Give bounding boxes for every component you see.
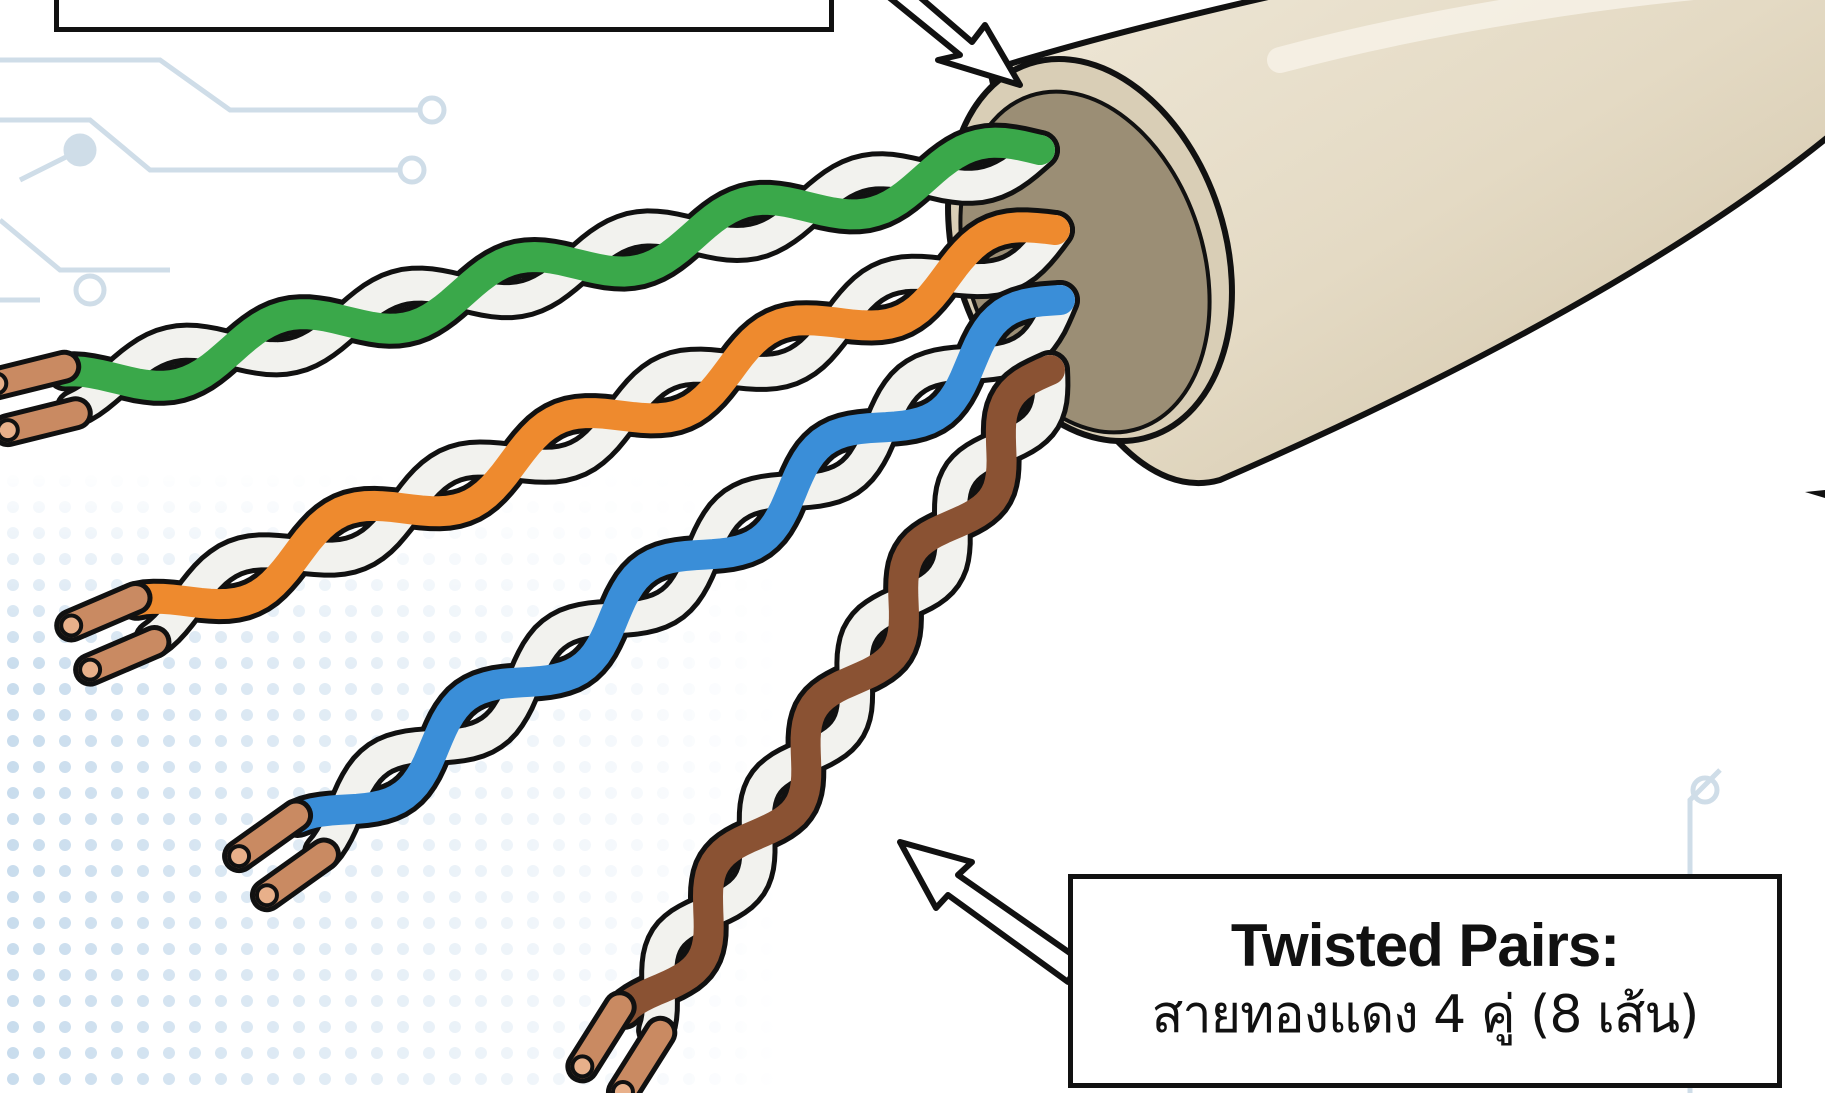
copper-tip-end [613,1082,633,1093]
twisted-pairs-label-box: Twisted Pairs: สายทองแดง 4 คู่ (8 เส้น) [1068,874,1782,1088]
twisted-pairs-subtitle: สายทองแดง 4 คู่ (8 เส้น) [1152,983,1699,1048]
copper-conductor-tip [0,367,64,384]
copper-tip-end [80,660,100,680]
copper-tip-end [0,374,6,394]
twisted-pairs-title: Twisted Pairs: [1231,914,1619,977]
twisted-pairs-callout-arrow [900,842,1080,982]
copper-tip-end [572,1056,592,1076]
copper-tip-end [257,885,277,905]
offscreen-arrow-tip [1805,490,1825,498]
copper-tip-end [229,846,249,866]
copper-tip-end [0,420,18,440]
copper-tip-end [61,616,81,636]
jacket-callout-arrow [880,0,1020,85]
jacket-label-box [54,0,834,32]
